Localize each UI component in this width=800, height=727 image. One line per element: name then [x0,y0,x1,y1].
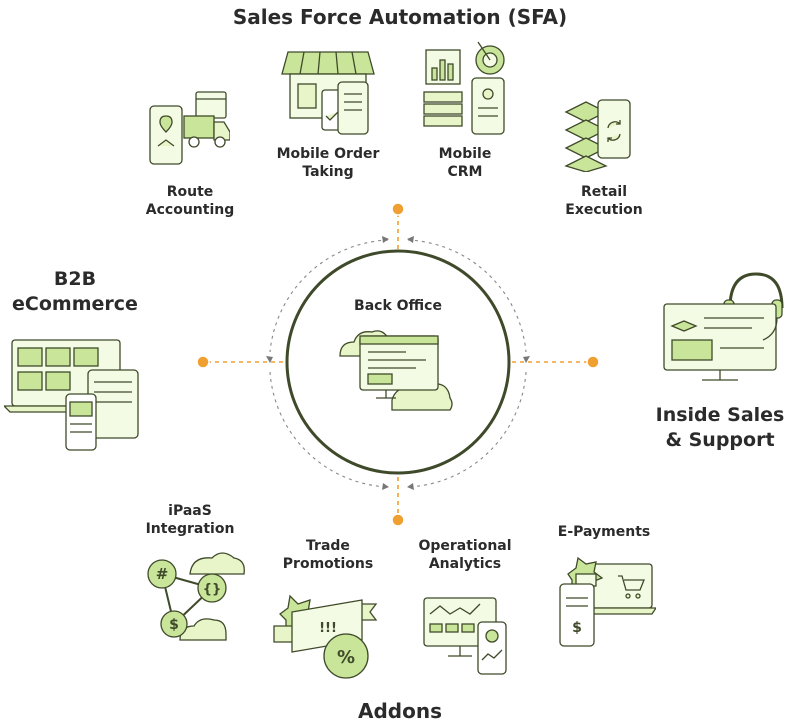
alert-glyph: !!! [319,621,337,636]
arrowhead-left-upper [266,356,273,363]
ipaas-integration-icon: # {} $ [147,552,245,641]
addons-title: Addons [358,699,442,723]
code-glyph: {} [203,582,222,597]
route-accounting-icon [149,91,230,165]
arrowhead-top-right [407,236,414,243]
trade-promotions-icon: !!! % [273,594,378,679]
dot-right [586,355,600,369]
arrowhead-top-left [382,236,389,243]
b2b-ecommerce-icon [4,339,139,451]
mobile-crm-icon [423,41,505,135]
dollar-glyph: $ [169,617,179,633]
dot-bottom [391,513,405,527]
back-office-label: Back Office [354,298,442,314]
inside-sales-support-icon [663,272,784,381]
diagram-title: Sales Force Automation (SFA) [232,5,568,29]
dot-top [391,202,405,216]
retail-execution-icon [564,99,631,172]
mobile-order-taking-icon [281,51,375,135]
hash-glyph: # [156,565,169,583]
orbit-arc-tl [269,239,389,353]
back-office-icon [339,330,453,411]
inside-sales-support-label: Inside Sales& Support [655,404,785,451]
e-payments-icon: $ [559,556,656,647]
e-payments-label: E-Payments [557,524,651,540]
dot-left [196,355,210,369]
orbit-arc-tr [407,239,527,353]
arrowhead-bottom-left [382,483,389,490]
epay-dollar-glyph: $ [572,620,582,636]
arrowhead-right-upper [523,356,530,363]
orbit-arc-br [407,371,527,488]
arrowhead-bottom-right [407,483,414,490]
percent-glyph: % [337,647,355,668]
operational-analytics-icon [423,597,507,675]
orbit-arc-bl [269,371,389,488]
